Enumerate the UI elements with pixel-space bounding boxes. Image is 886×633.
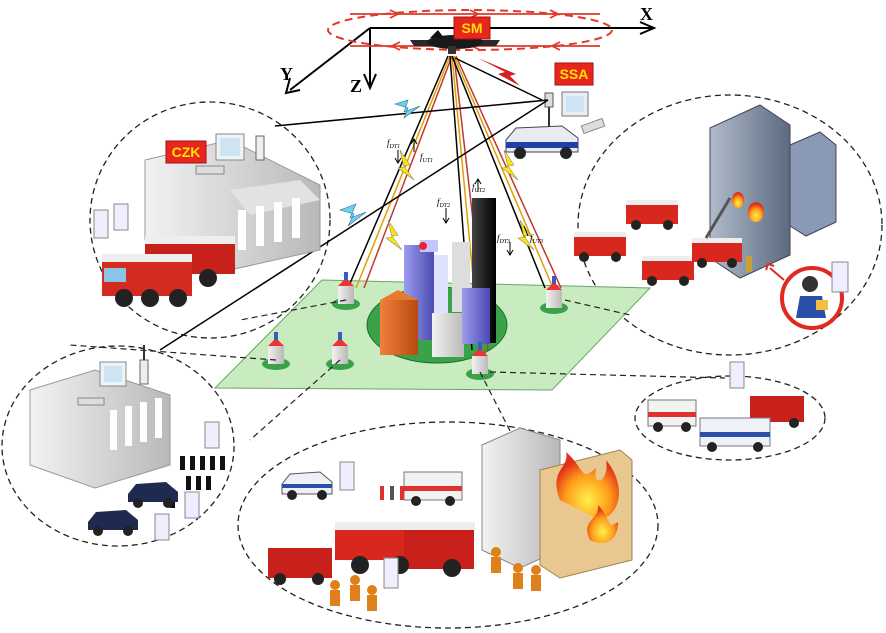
svg-text:fUT1: fUT1 [420, 152, 433, 164]
svg-text:fDT1: fDT1 [387, 138, 400, 150]
coordinate-axes [284, 21, 657, 95]
ssa-uplink-bolt [478, 58, 520, 86]
ssa-label: SSA [554, 62, 594, 86]
ambulances [647, 361, 804, 452]
ground-units [268, 427, 633, 611]
ssa-label-text: SSA [560, 66, 589, 82]
czk-link-bolts [339, 99, 421, 227]
axis-y-label: Y [280, 64, 293, 84]
ground-units-region [237, 421, 659, 629]
czk-region [89, 101, 331, 339]
svg-text:fUT2: fUT2 [472, 182, 485, 194]
svg-text:fUT3: fUT3 [530, 233, 543, 245]
burning-towers [709, 104, 837, 279]
frequency-labels: fDT1 fUT1 fDT2 fUT2 fDT3 fUT3 [387, 138, 543, 245]
sm-label-text: SM [462, 20, 483, 36]
czk-fire-trucks [102, 236, 235, 307]
czk-label: CZK [165, 140, 207, 164]
axis-z-label: Z [350, 76, 362, 96]
svg-text:fDT3: fDT3 [497, 233, 510, 245]
svg-text:fDT2: fDT2 [437, 197, 450, 209]
fire-scene-region [577, 94, 883, 356]
drone-orbit [327, 9, 613, 51]
base-stations [262, 272, 568, 380]
sm-label: SM [453, 16, 491, 40]
ssa-station [505, 91, 606, 159]
police-cars [88, 482, 200, 541]
axis-x-label: X [640, 4, 653, 24]
city-buildings [380, 198, 496, 357]
firefighter-badge [765, 261, 849, 330]
police-station [29, 345, 220, 489]
police-station-region [1, 345, 235, 547]
fire-scene-trucks [574, 197, 752, 286]
czk-label-text: CZK [172, 144, 201, 160]
frequency-arrows [394, 138, 529, 256]
